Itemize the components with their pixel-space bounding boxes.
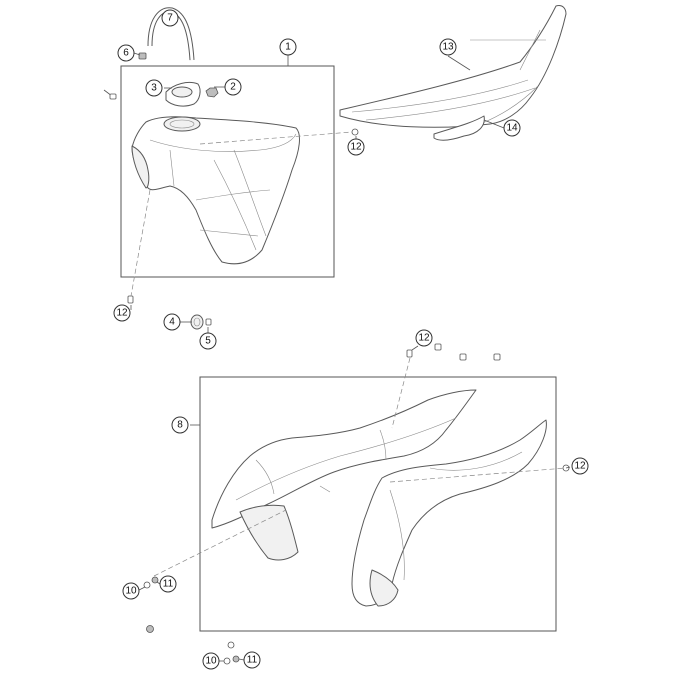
callout-14: 14 xyxy=(503,119,521,137)
svg-text:6: 6 xyxy=(123,48,129,59)
callout-8: 8 xyxy=(171,416,189,434)
svg-text:2: 2 xyxy=(230,82,236,93)
seat xyxy=(339,5,567,128)
screw-and-washer-bottom xyxy=(223,655,240,665)
callout-12-tank: 12 xyxy=(347,138,365,156)
callout-11-mid: 11 xyxy=(159,575,177,593)
callout-12-drain: 12 xyxy=(113,304,131,322)
svg-text:12: 12 xyxy=(116,308,128,319)
callout-4: 4 xyxy=(163,313,181,331)
callout-1: 1 xyxy=(279,38,297,56)
callout-11-bottom: 11 xyxy=(243,651,261,669)
nut-lower xyxy=(227,641,235,649)
svg-text:13: 13 xyxy=(442,42,454,53)
svg-text:5: 5 xyxy=(205,336,211,347)
callout-5: 5 xyxy=(199,332,217,350)
dash-line-tank-12 xyxy=(199,131,353,145)
dash-line-tank-drain xyxy=(130,189,151,297)
svg-text:1: 1 xyxy=(285,42,291,53)
svg-text:12: 12 xyxy=(350,142,362,153)
side-panel-screws-top xyxy=(406,343,501,361)
fuel-tank xyxy=(131,116,300,265)
svg-text:11: 11 xyxy=(163,579,174,590)
svg-text:7: 7 xyxy=(167,13,173,24)
seat-bracket xyxy=(433,115,485,141)
svg-text:14: 14 xyxy=(506,123,518,134)
fuel-pump-nut xyxy=(205,87,219,98)
callout-6: 6 xyxy=(117,44,135,62)
screw-and-washer-mid xyxy=(143,576,159,589)
callout-7: 7 xyxy=(161,9,179,27)
svg-text:12: 12 xyxy=(574,461,586,472)
callout-13: 13 xyxy=(439,38,457,56)
svg-text:4: 4 xyxy=(169,317,175,328)
dash-line-panel-lower xyxy=(153,509,287,577)
callout-12-panel-right: 12 xyxy=(571,457,589,475)
svg-text:11: 11 xyxy=(247,655,258,666)
dash-line-panel-upper xyxy=(391,357,411,429)
side-panels-frame xyxy=(199,376,557,632)
callout-2: 2 xyxy=(224,78,242,96)
svg-text:3: 3 xyxy=(151,83,157,94)
fuel-pump-unit xyxy=(165,81,201,107)
svg-text:10: 10 xyxy=(205,656,217,667)
tank-screw-left xyxy=(103,89,117,100)
dash-line-panel-right xyxy=(389,467,567,483)
right-side-cover xyxy=(351,419,547,607)
callout-10-bottom: 10 xyxy=(202,652,220,670)
callout-3: 3 xyxy=(145,79,163,97)
loose-nut xyxy=(146,625,154,633)
hose-clip xyxy=(138,52,147,60)
svg-text:10: 10 xyxy=(125,586,137,597)
fuel-tank-frame xyxy=(120,65,335,278)
bush-sleeve xyxy=(205,318,212,326)
callout-12-panel-top: 12 xyxy=(415,329,433,347)
svg-text:8: 8 xyxy=(177,420,183,431)
callout-10-mid: 10 xyxy=(122,582,140,600)
tank-drain-fitting xyxy=(127,295,134,304)
svg-text:12: 12 xyxy=(418,333,430,344)
left-side-cover xyxy=(211,389,477,561)
rubber-grommet xyxy=(190,314,204,330)
